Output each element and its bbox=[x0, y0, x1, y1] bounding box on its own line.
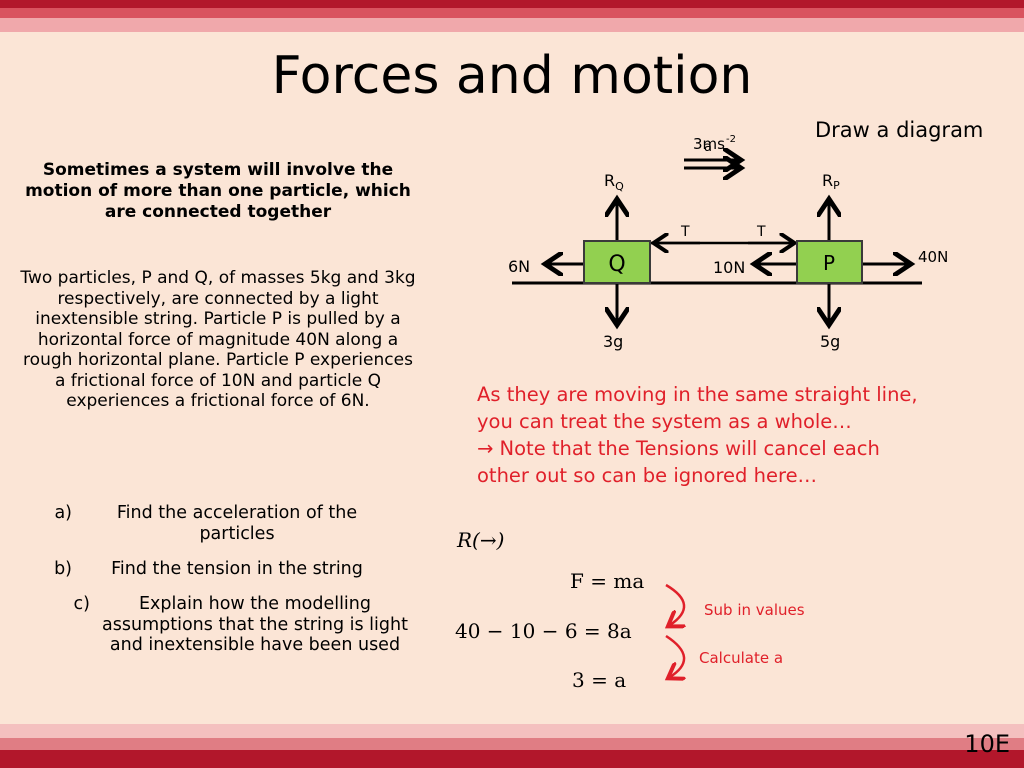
particle-q-box bbox=[583, 240, 651, 284]
equation-1: F = ma bbox=[570, 569, 645, 593]
question-c-label: c) bbox=[73, 594, 90, 614]
note-sub-in-values: Sub in values bbox=[704, 601, 805, 619]
bottom-band-dark bbox=[0, 750, 1024, 768]
tension-label-q: T bbox=[680, 224, 690, 240]
acceleration-label: 3ms bbox=[693, 135, 725, 153]
note-calculate-a: Calculate a bbox=[699, 649, 784, 667]
applied-force-label: 40N bbox=[918, 248, 948, 266]
equation-2: 40 − 10 − 6 = 8a bbox=[455, 619, 632, 643]
friction-label-p: 10N bbox=[713, 258, 745, 277]
problem-text: Two particles, P and Q, of masses 5kg an… bbox=[20, 268, 416, 411]
calculate-a-arrow bbox=[666, 634, 684, 677]
question-c: c) Explain how the modelling assumptions… bbox=[68, 594, 408, 656]
question-b-text: Find the tension in the string bbox=[111, 559, 363, 579]
equation-3: 3 = a bbox=[572, 668, 627, 692]
top-band-dark bbox=[0, 0, 1024, 8]
reaction-label-p: RP bbox=[822, 171, 840, 192]
acceleration-exponent: -2 bbox=[726, 134, 736, 145]
sub-in-values-arrow bbox=[666, 583, 684, 625]
bottom-band-mid bbox=[0, 738, 1024, 750]
explanation-line-2: you can treat the system as a whole… bbox=[477, 410, 852, 433]
slide-number: 10E bbox=[964, 730, 1010, 758]
top-band-mid bbox=[0, 8, 1024, 18]
acceleration-arrow bbox=[684, 160, 738, 168]
particle-p-label: P bbox=[823, 251, 835, 275]
intro-text: Sometimes a system will involve the moti… bbox=[25, 160, 411, 222]
friction-label-q: 6N bbox=[508, 257, 530, 276]
explanation-line-4: other out so can be ignored here… bbox=[477, 464, 818, 487]
bottom-band-light bbox=[0, 724, 1024, 738]
question-a: a) Find the acceleration of the particle… bbox=[50, 503, 390, 544]
question-c-text: Explain how the modelling assumptions th… bbox=[102, 594, 408, 655]
weight-label-p: 5g bbox=[820, 332, 840, 351]
draw-diagram-label: Draw a diagram bbox=[815, 118, 984, 142]
explanation: As they are moving in the same straight … bbox=[477, 381, 997, 489]
weight-label-q: 3g bbox=[603, 332, 623, 351]
question-b-label: b) bbox=[54, 559, 72, 579]
resolve-direction: R(→) bbox=[457, 528, 505, 552]
question-a-text: Find the acceleration of the particles bbox=[116, 503, 358, 544]
reaction-label-q: RQ bbox=[604, 171, 624, 193]
question-a-label: a) bbox=[54, 503, 72, 523]
particle-p-box bbox=[796, 240, 863, 284]
page-title: Forces and motion bbox=[271, 46, 753, 106]
explanation-line-1: As they are moving in the same straight … bbox=[477, 383, 918, 406]
tension-label-p: T bbox=[756, 224, 766, 240]
question-b: b) Find the tension in the string bbox=[50, 559, 390, 580]
acceleration-symbol: a bbox=[704, 140, 712, 155]
particle-q-label: Q bbox=[608, 252, 625, 277]
explanation-line-3: → Note that the Tensions will cancel eac… bbox=[477, 437, 880, 460]
top-band-light bbox=[0, 18, 1024, 32]
